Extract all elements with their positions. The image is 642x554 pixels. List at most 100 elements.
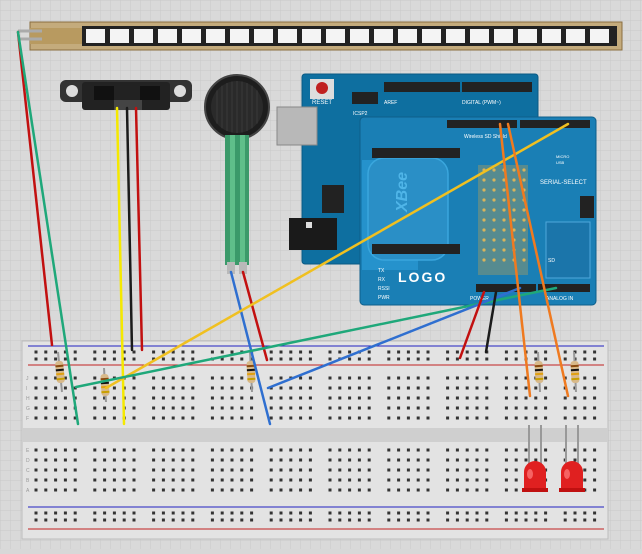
breadboard-hole xyxy=(387,376,391,380)
proto-hole xyxy=(512,198,516,202)
breadboard-hole xyxy=(446,478,450,482)
breadboard-hole xyxy=(63,448,67,452)
breadboard-hole xyxy=(63,386,67,390)
breadboard-hole xyxy=(514,518,518,522)
breadboard-hole xyxy=(465,468,469,472)
breadboard-hole xyxy=(279,511,283,515)
breadboard-hole xyxy=(73,357,77,361)
breadboard-hole xyxy=(63,406,67,410)
flex-cell xyxy=(254,29,273,43)
breadboard-hole xyxy=(308,406,312,410)
breadboard-hole xyxy=(250,406,254,410)
breadboard-hole xyxy=(220,406,224,410)
breadboard-hole xyxy=(455,376,459,380)
status-led-label: RSSI xyxy=(378,286,390,292)
breadboard-hole xyxy=(534,511,538,515)
breadboard-hole xyxy=(573,406,577,410)
breadboard-hole xyxy=(103,396,107,400)
breadboard-hole xyxy=(181,478,185,482)
breadboard-hole xyxy=(308,357,312,361)
breadboard-hole xyxy=(161,448,165,452)
breadboard-hole xyxy=(534,416,538,420)
breadboard-hole xyxy=(269,488,273,492)
breadboard-hole xyxy=(593,357,597,361)
breadboard-hole xyxy=(289,350,293,354)
breadboard-hole xyxy=(269,416,273,420)
proto-hole xyxy=(512,208,516,212)
breadboard-hole xyxy=(161,458,165,462)
led-2 xyxy=(559,425,585,492)
breadboard-hole xyxy=(279,406,283,410)
sd-label: SD xyxy=(548,258,555,264)
breadboard-hole xyxy=(544,518,548,522)
breadboard-hole xyxy=(328,468,332,472)
breadboard-hole xyxy=(308,386,312,390)
breadboard-hole xyxy=(210,416,214,420)
breadboard-hole xyxy=(289,518,293,522)
breadboard-hole xyxy=(357,386,361,390)
ir-distance-sensor xyxy=(60,80,192,110)
breadboard-hole xyxy=(338,518,342,522)
breadboard-hole xyxy=(534,396,538,400)
breadboard-hole xyxy=(357,511,361,515)
breadboard-hole xyxy=(308,448,312,452)
breadboard-hole xyxy=(416,350,420,354)
breadboard-hole xyxy=(583,518,587,522)
breadboard-hole xyxy=(504,488,508,492)
breadboard-hole xyxy=(387,478,391,482)
breadboard-hole xyxy=(583,468,587,472)
breadboard-hole xyxy=(269,396,273,400)
breadboard-hole xyxy=(387,448,391,452)
breadboard-hole xyxy=(44,386,48,390)
breadboard-hole xyxy=(504,416,508,420)
breadboard-hole xyxy=(103,458,107,462)
breadboard-hole xyxy=(220,376,224,380)
breadboard-hole xyxy=(387,511,391,515)
breadboard-hole xyxy=(367,478,371,482)
digital-label: DIGITAL (PWM~) xyxy=(462,100,501,106)
breadboard-hole xyxy=(593,406,597,410)
reset-button[interactable] xyxy=(316,82,328,94)
proto-hole xyxy=(492,258,496,262)
breadboard-hole xyxy=(583,357,587,361)
breadboard-hole xyxy=(426,448,430,452)
breadboard-hole xyxy=(152,488,156,492)
row-letter: D xyxy=(26,458,30,464)
proto-hole xyxy=(522,258,526,262)
status-led-label: RX xyxy=(378,277,386,283)
breadboard-hole xyxy=(514,488,518,492)
breadboard-hole xyxy=(544,350,548,354)
wire-red-ir xyxy=(134,106,144,352)
breadboard-hole xyxy=(230,518,234,522)
breadboard-hole xyxy=(593,386,597,390)
breadboard-hole xyxy=(504,468,508,472)
breadboard-hole xyxy=(171,350,175,354)
breadboard-hole xyxy=(397,468,401,472)
breadboard-hole xyxy=(426,376,430,380)
breadboard-hole xyxy=(112,350,116,354)
breadboard-hole xyxy=(328,448,332,452)
breadboard-hole xyxy=(73,478,77,482)
proto-hole xyxy=(492,168,496,172)
breadboard-hole xyxy=(514,458,518,462)
breadboard-hole xyxy=(54,416,58,420)
breadboard-hole xyxy=(465,406,469,410)
breadboard-hole xyxy=(348,376,352,380)
proto-hole xyxy=(522,218,526,222)
flex-cell xyxy=(470,29,489,43)
row-letter: A xyxy=(26,488,30,494)
proto-hole xyxy=(482,208,486,212)
breadboard-hole xyxy=(485,488,489,492)
breadboard-hole xyxy=(455,386,459,390)
breadboard-hole xyxy=(191,386,195,390)
proto-hole xyxy=(492,218,496,222)
breadboard-hole xyxy=(289,488,293,492)
breadboard-hole xyxy=(191,511,195,515)
breadboard-hole xyxy=(220,488,224,492)
breadboard-hole xyxy=(93,478,97,482)
breadboard-hole xyxy=(406,468,410,472)
breadboard-hole xyxy=(210,386,214,390)
breadboard-hole xyxy=(112,406,116,410)
breadboard-hole xyxy=(152,386,156,390)
breadboard-hole xyxy=(504,386,508,390)
